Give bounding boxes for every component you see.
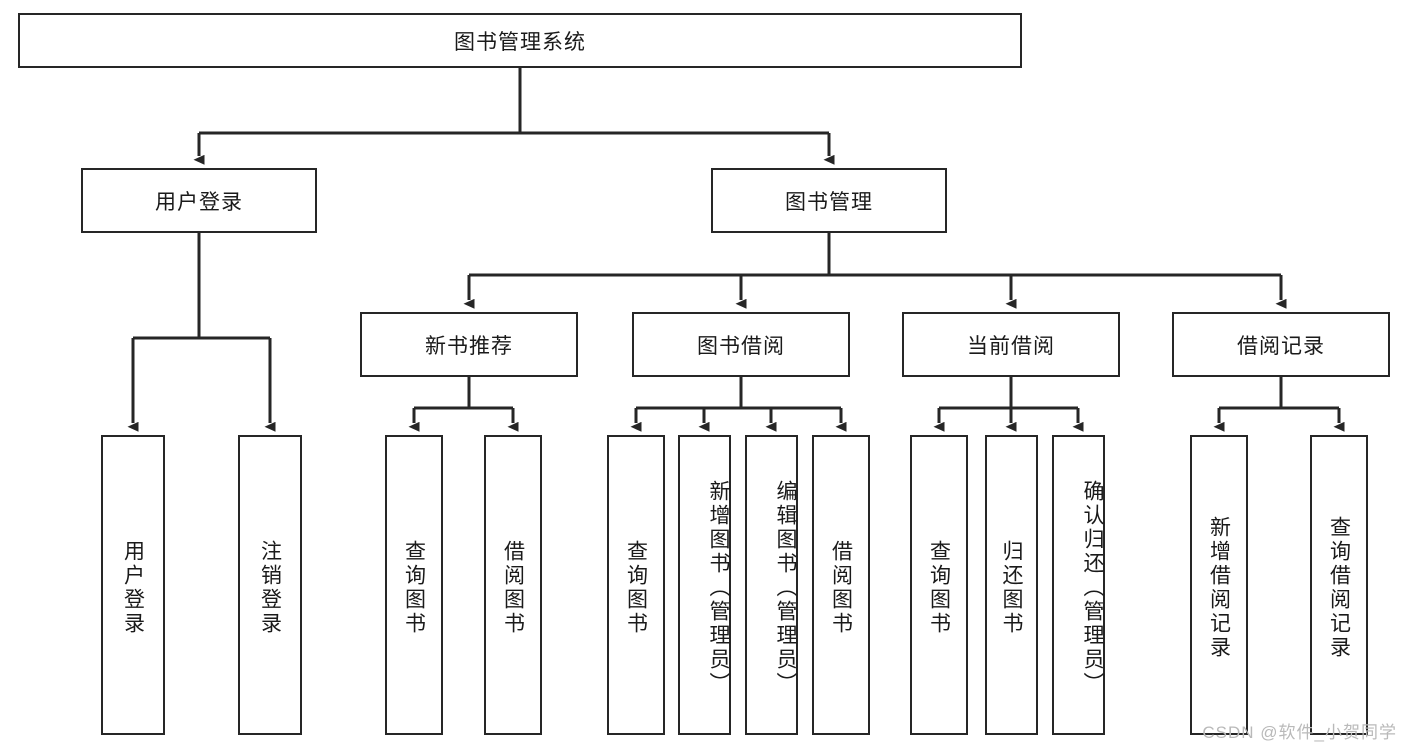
- node-leaf-query-book-cb[interactable]: 查询图书: [910, 435, 968, 735]
- node-user-login[interactable]: 用户登录: [81, 168, 317, 233]
- node-label: 借阅图书: [501, 540, 525, 636]
- node-label: 编辑图书（管理员）: [774, 480, 797, 696]
- node-label: 新增图书（管理员）: [707, 480, 730, 696]
- node-label: 注销登录: [258, 540, 282, 636]
- node-label: 确认归还（管理员）: [1081, 480, 1104, 696]
- node-leaf-edit-book[interactable]: 编辑图书（管理员）: [745, 435, 798, 735]
- node-label: 当前借阅: [967, 334, 1055, 358]
- node-label: 图书管理: [785, 190, 873, 214]
- node-book-manage[interactable]: 图书管理: [711, 168, 947, 233]
- node-leaf-query-record[interactable]: 查询借阅记录: [1310, 435, 1368, 735]
- node-label: 归还图书: [1000, 540, 1023, 636]
- node-leaf-add-book[interactable]: 新增图书（管理员）: [678, 435, 731, 735]
- node-book-borrow[interactable]: 图书借阅: [632, 312, 850, 377]
- node-label: 查询图书: [402, 540, 426, 636]
- node-leaf-confirm-return[interactable]: 确认归还（管理员）: [1052, 435, 1105, 735]
- watermark-text: CSDN @软件_小贺同学: [1202, 723, 1397, 742]
- node-label: 查询图书: [927, 540, 951, 636]
- node-leaf-logout[interactable]: 注销登录: [238, 435, 302, 735]
- node-leaf-borrow-book-rec[interactable]: 借阅图书: [484, 435, 542, 735]
- node-leaf-return-book[interactable]: 归还图书: [985, 435, 1038, 735]
- node-label: 图书管理系统: [454, 30, 586, 54]
- node-new-book-rec[interactable]: 新书推荐: [360, 312, 578, 377]
- node-label: 借阅图书: [829, 540, 853, 636]
- node-leaf-add-record[interactable]: 新增借阅记录: [1190, 435, 1248, 735]
- node-label: 查询图书: [624, 540, 648, 636]
- node-leaf-query-book-rec[interactable]: 查询图书: [385, 435, 443, 735]
- node-label: 新书推荐: [425, 334, 513, 358]
- node-label: 图书借阅: [697, 334, 785, 358]
- node-label: 用户登录: [155, 190, 243, 214]
- node-leaf-query-book-bw[interactable]: 查询图书: [607, 435, 665, 735]
- node-current-borrow[interactable]: 当前借阅: [902, 312, 1120, 377]
- node-label: 用户登录: [121, 540, 145, 636]
- node-label: 查询借阅记录: [1327, 516, 1351, 660]
- node-borrow-record[interactable]: 借阅记录: [1172, 312, 1390, 377]
- node-label: 借阅记录: [1237, 334, 1325, 358]
- node-root[interactable]: 图书管理系统: [18, 13, 1022, 68]
- node-leaf-user-login[interactable]: 用户登录: [101, 435, 165, 735]
- node-label: 新增借阅记录: [1207, 516, 1231, 660]
- node-leaf-borrow-book-bw[interactable]: 借阅图书: [812, 435, 870, 735]
